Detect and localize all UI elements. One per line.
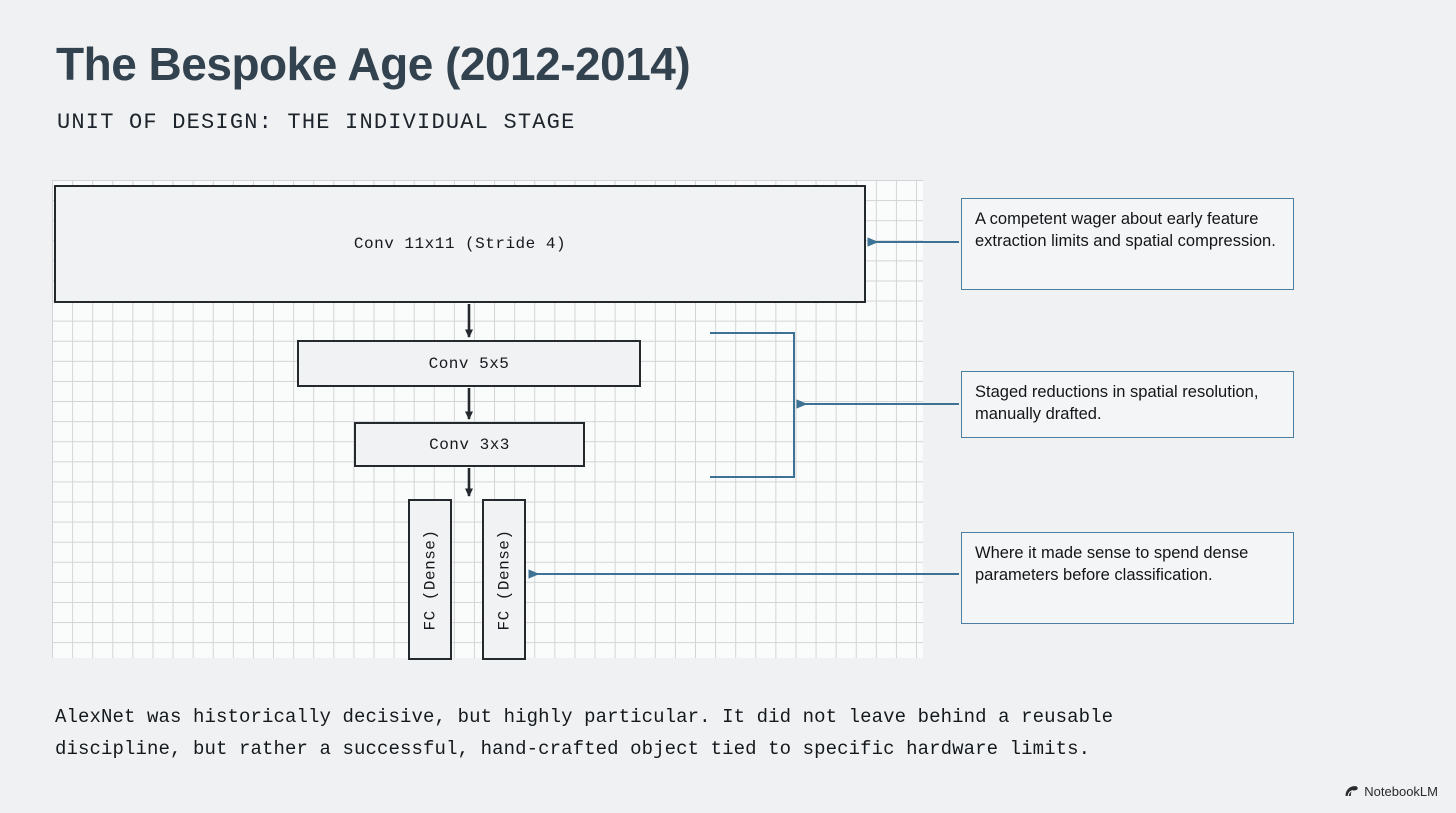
annotation-callout-2: Staged reductions in spatial resolution,… [961, 371, 1294, 438]
caption-line-1: AlexNet was historically decisive, but h… [55, 706, 1114, 728]
layer-box-fc1: FC (Dense) [408, 499, 452, 660]
layer-label-conv11: Conv 11x11 (Stride 4) [353, 235, 567, 253]
annotation-callout-1: A competent wager about early feature ex… [961, 198, 1294, 290]
layer-label-conv5: Conv 5x5 [428, 354, 510, 373]
annotation-text-1: A competent wager about early feature ex… [975, 210, 1276, 250]
layer-box-conv5: Conv 5x5 [297, 340, 641, 387]
page-title: The Bespoke Age (2012-2014) [56, 38, 691, 90]
watermark-label: NotebookLM [1364, 784, 1438, 799]
caption-block: AlexNet was historically decisive, but h… [55, 702, 1395, 766]
annotation-text-2: Staged reductions in spatial resolution,… [975, 383, 1259, 423]
layer-box-fc2: FC (Dense) [482, 499, 526, 660]
layer-label-conv3: Conv 3x3 [429, 435, 510, 454]
annotation-text-3: Where it made sense to spend dense param… [975, 544, 1249, 584]
notebooklm-swirl-icon [1345, 786, 1358, 796]
annotation-callout-3: Where it made sense to spend dense param… [961, 532, 1294, 624]
layer-label-fc1: FC (Dense) [421, 528, 440, 631]
caption-line-2: discipline, but rather a successful, han… [55, 737, 1091, 760]
page-subtitle: UNIT OF DESIGN: THE INDIVIDUAL STAGE [57, 110, 576, 135]
layer-box-conv11: Conv 11x11 (Stride 4) [54, 185, 866, 303]
layer-label-fc2: FC (Dense) [495, 528, 514, 631]
layer-box-conv3: Conv 3x3 [354, 422, 585, 467]
notebooklm-watermark: NotebookLM [1344, 784, 1438, 799]
